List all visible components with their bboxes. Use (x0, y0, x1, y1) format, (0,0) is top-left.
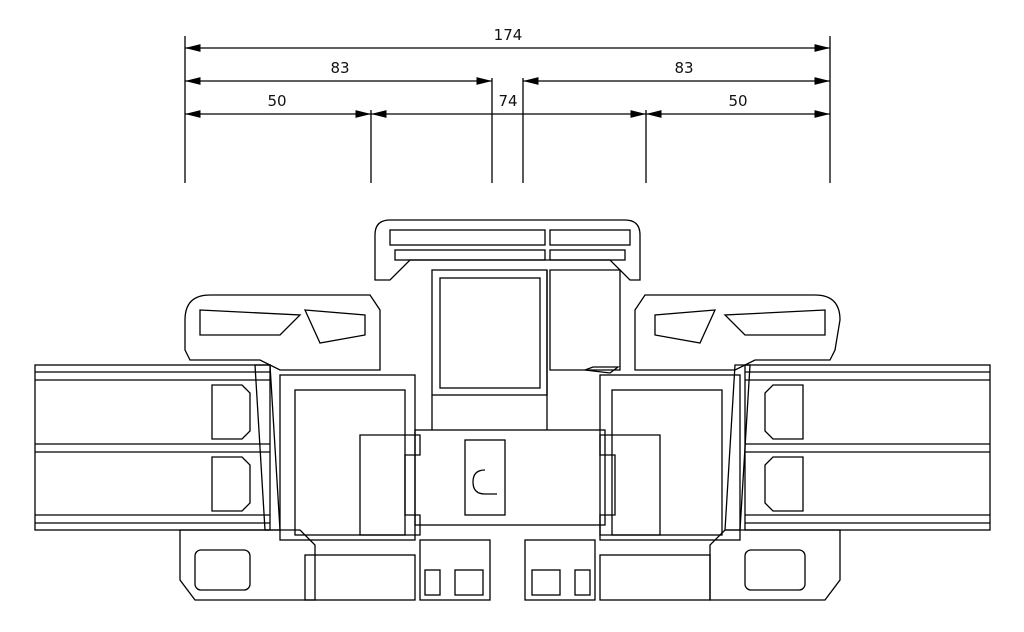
dim-overall: 174 (494, 26, 523, 44)
dimension-lines: 174 83 83 50 74 50 (184, 26, 831, 183)
left-sash-profile (179, 294, 491, 601)
dim-left-sash: 83 (330, 59, 349, 77)
dim-center: 74 (498, 92, 517, 110)
glass-pane-left (34, 364, 271, 531)
dim-left-glass: 50 (267, 92, 286, 110)
dim-right-glass: 50 (728, 92, 747, 110)
right-sash-profile (524, 294, 841, 601)
glass-pane-right (744, 364, 991, 531)
center-frame-profile (374, 219, 641, 526)
dim-right-sash: 83 (674, 59, 693, 77)
